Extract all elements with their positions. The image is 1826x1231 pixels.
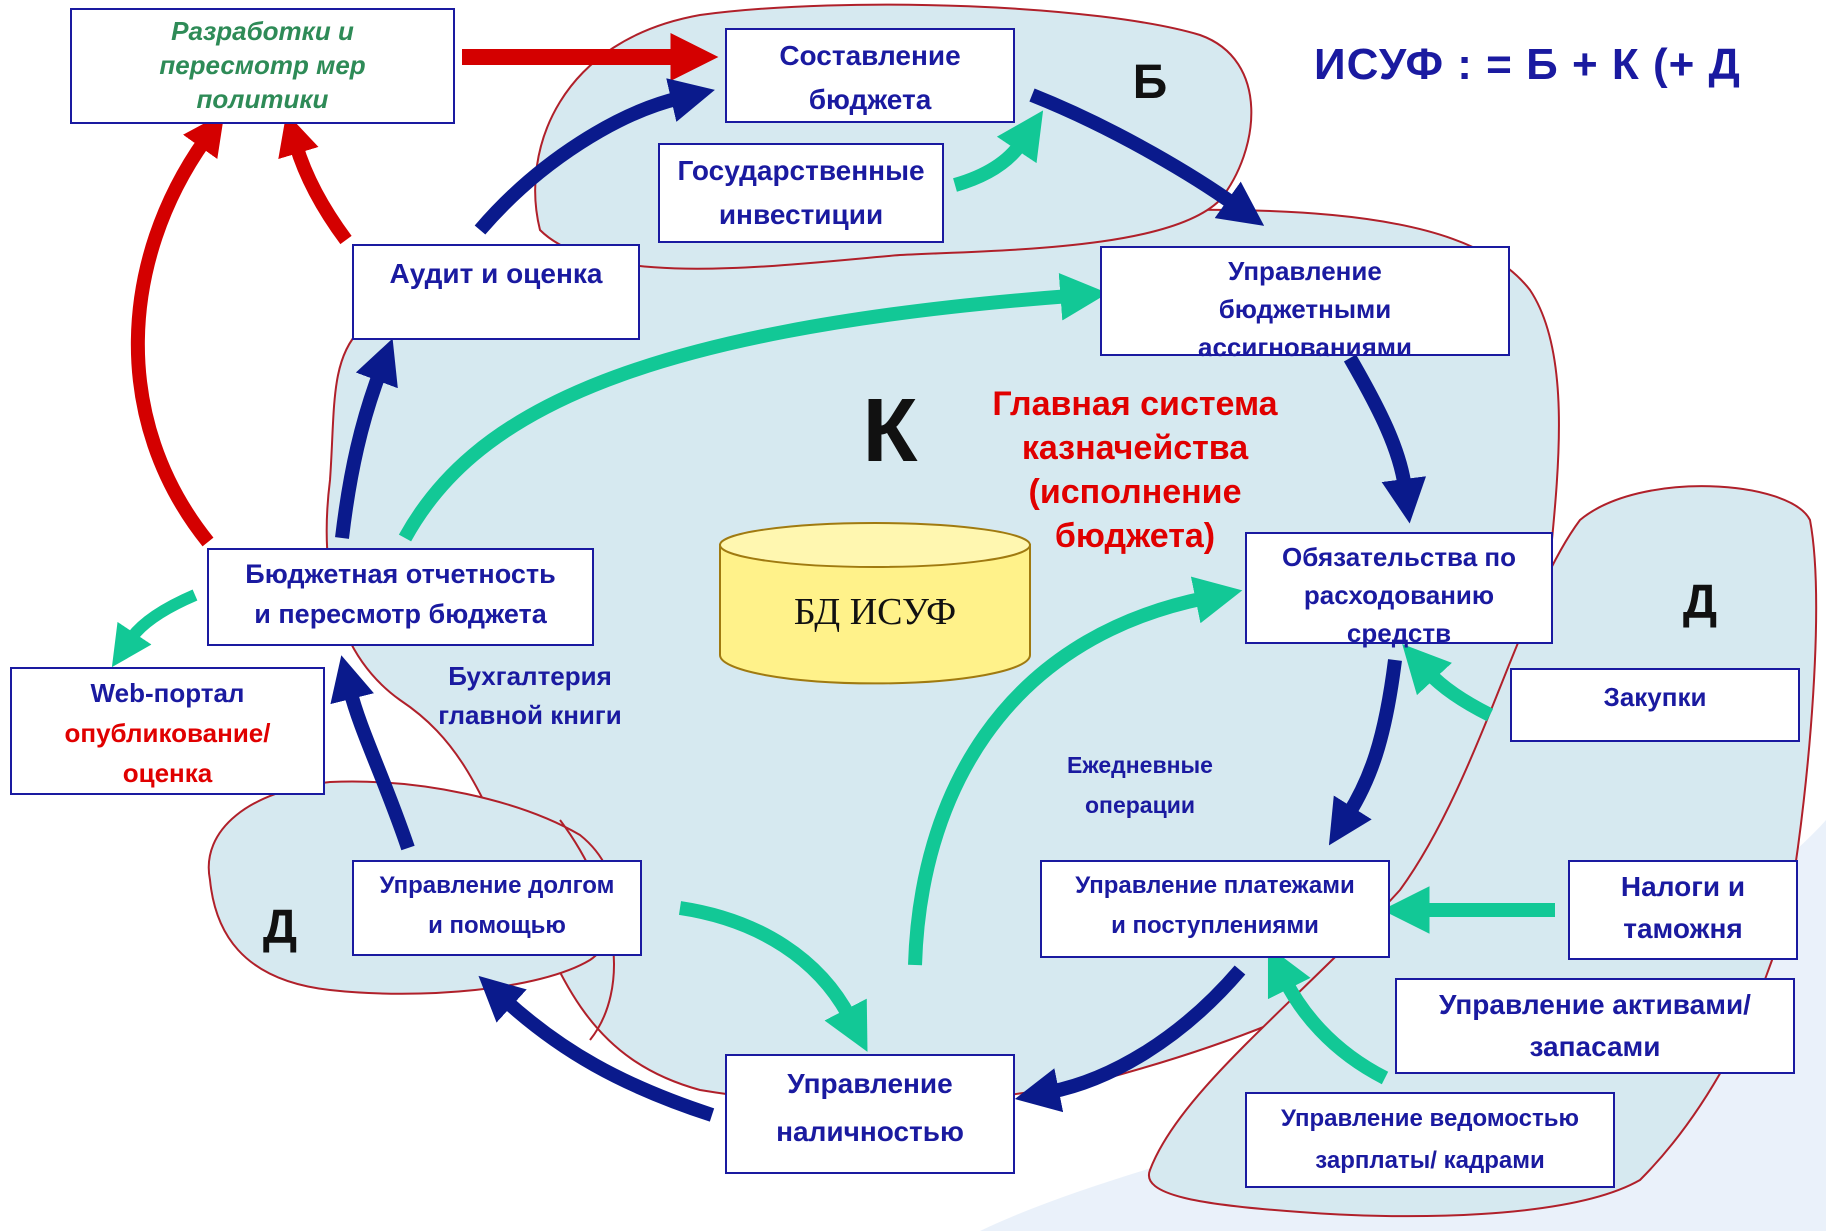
box-taxes-label: Налоги и таможня [1620, 871, 1746, 944]
box-assets-label: Управление активами/ запасами [1439, 989, 1751, 1062]
box-payroll: Управление ведомостью зарплаты/ кадрами [1245, 1092, 1615, 1188]
arrow-navy-audit-to-budget [474, 78, 715, 235]
arrow-teal-payroll-to-payments [1267, 945, 1389, 1085]
arrow-navy-commitments-to-payments [1328, 659, 1402, 846]
arrow-navy-appropriations-to-commitments [1343, 354, 1427, 524]
box-cash-label: Управление наличностью [776, 1068, 964, 1147]
box-webportal-title: Web-портал [90, 678, 245, 708]
box-debt: Управление долгом и помощью [352, 860, 642, 956]
box-budget-prep: Составление бюджета [725, 28, 1015, 123]
box-audit-label: Аудит и оценка [389, 258, 603, 289]
box-public-investments-label: Государственные инвестиции [677, 155, 925, 230]
box-reporting: Бюджетная отчетность и пересмотр бюджета [207, 548, 594, 646]
box-policy-label: Разработки и пересмотр мер политики [159, 16, 366, 114]
arrow-navy-cash-to-debt [478, 975, 715, 1122]
box-public-investments: Государственные инвестиции [658, 143, 944, 243]
box-webportal: Web-портал опубликование/ оценка [10, 667, 325, 795]
arrow-navy-payments-to-cash [1014, 965, 1246, 1113]
box-taxes: Налоги и таможня [1568, 860, 1798, 960]
box-commitments-label: Обязательства по расходованию средств [1282, 542, 1516, 648]
box-audit: Аудит и оценка [352, 244, 640, 340]
arrow-navy-debt-to-reporting [330, 655, 415, 851]
box-assets: Управление активами/ запасами [1395, 978, 1795, 1074]
arrow-red-reporting-to-policy [130, 112, 225, 547]
database-label: БД ИСУФ [793, 591, 957, 633]
region-b-label: Б [1132, 56, 1168, 109]
arrow-teal-reporting-to-webportal [111, 589, 198, 668]
arrow-teal-procurement-to-commitments [1402, 644, 1494, 722]
arrow-teal-investments-to-budget [953, 110, 1044, 192]
box-reporting-label: Бюджетная отчетность и пересмотр бюджета [245, 559, 556, 629]
box-webportal-subtitle: опубликование/ оценка [64, 718, 271, 788]
region-d-right-label: Д [1682, 576, 1718, 629]
box-procurement-label: Закупки [1603, 682, 1707, 712]
arrow-teal-reporting-to-appropriations [398, 272, 1108, 542]
formula-label: ИСУФ : = Б + К (+ Д [1314, 40, 1741, 89]
box-commitments: Обязательства по расходованию средств [1245, 532, 1553, 648]
arrow-red-audit-to-policy [278, 112, 352, 245]
box-payments-label: Управление платежами и поступлениями [1075, 872, 1355, 939]
box-debt-label: Управление долгом и помощью [379, 872, 615, 939]
box-budget-prep-label: Составление бюджета [779, 40, 961, 115]
database-cylinder [719, 522, 1031, 685]
center-title: Главная система казначейства (исполнение… [992, 385, 1278, 555]
box-appropriations-label: Управление бюджетными ассигнованиями [1198, 256, 1412, 362]
ledger-label: Бухгалтерия главной книги [438, 661, 622, 730]
arrow-navy-budget-to-appropriations [1029, 88, 1265, 226]
box-cash: Управление наличностью [725, 1054, 1015, 1174]
region-k-label: К [862, 381, 918, 481]
box-procurement: Закупки [1510, 668, 1800, 742]
region-d-left-label: Д [262, 901, 298, 954]
arrow-navy-reporting-to-audit [335, 338, 398, 539]
daily-ops-label: Ежедневные операции [1067, 752, 1213, 818]
box-payroll-label: Управление ведомостью зарплаты/ кадрами [1281, 1105, 1579, 1174]
box-appropriations: Управление бюджетными ассигнованиями [1100, 246, 1510, 362]
box-payments: Управление платежами и поступлениями [1040, 860, 1390, 958]
box-policy: Разработки и пересмотр мер политики [70, 8, 455, 124]
arrow-teal-cash-to-commitments [908, 576, 1243, 966]
arrow-teal-debt-to-cash [678, 901, 868, 1052]
